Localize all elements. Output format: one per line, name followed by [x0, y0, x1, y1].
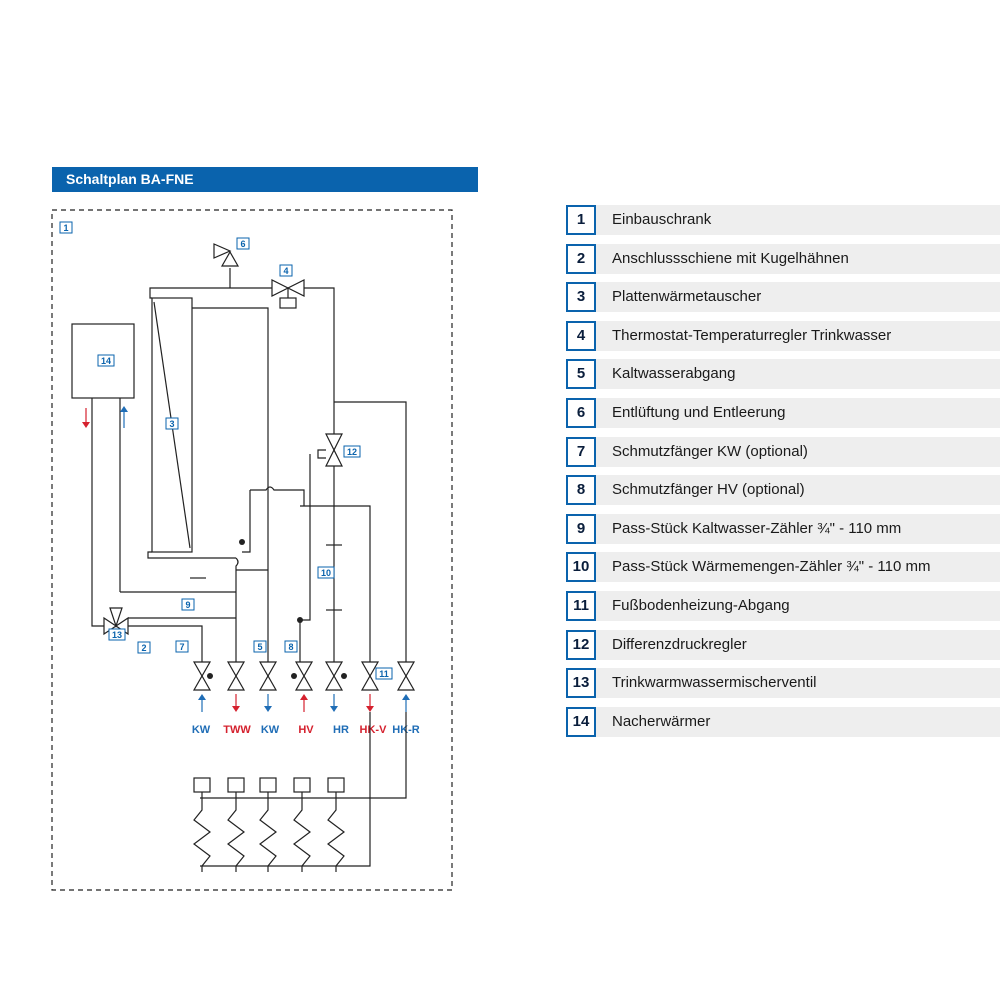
legend-number: 4 — [566, 320, 596, 351]
legend-item: 2 Anschlussschiene mit Kugelhähnen — [566, 243, 1000, 274]
port-label-tww: TWW — [223, 724, 251, 736]
svg-text:14: 14 — [101, 356, 111, 366]
floor-heating-circuits — [193, 777, 345, 872]
tag-5 — [253, 640, 267, 653]
legend-label: Schmutzfänger KW (optional) — [612, 442, 808, 460]
tag-2 — [137, 641, 151, 654]
tag-10 — [317, 566, 335, 579]
legend-number: 13 — [566, 668, 596, 699]
legend-item: 14 Nacherwärmer — [566, 706, 1000, 737]
legend-label: Pass-Stück Kaltwasser-Zähler ¾" - 110 mm — [612, 519, 902, 537]
legend-label: Entlüftung und Entleerung — [612, 403, 786, 421]
legend-item: 5 Kaltwasserabgang — [566, 359, 1000, 390]
legend-item: 13 Trinkwarmwassermischerventil — [566, 668, 1000, 699]
legend-item: 12 Differenzdruckregler — [566, 629, 1000, 660]
tag-3 — [165, 417, 179, 430]
svg-text:4: 4 — [283, 266, 288, 276]
legend-number: 1 — [566, 205, 596, 235]
tag-11 — [375, 667, 393, 680]
svg-text:8: 8 — [288, 642, 293, 652]
legend-label: Pass-Stück Wärmemengen-Zähler ¾" - 110 m… — [612, 558, 931, 576]
legend-number: 3 — [566, 282, 596, 313]
tag-8 — [284, 640, 298, 653]
svg-text:5: 5 — [257, 642, 262, 652]
tag-6 — [236, 237, 250, 250]
flow-arrows — [198, 694, 410, 712]
legend-label: Thermostat-Temperaturregler Trinkwasser — [612, 326, 892, 344]
legend-number: 12 — [566, 629, 596, 660]
port-label-kw-2: KW — [261, 724, 280, 736]
legend-number: 5 — [566, 359, 596, 390]
legend-item: 11 Fußbodenheizung-Abgang — [566, 590, 1000, 621]
svg-text:7: 7 — [179, 642, 184, 652]
svg-text:10: 10 — [321, 568, 331, 578]
port-label-kw-1: KW — [192, 724, 211, 736]
legend-label: Schmutzfänger HV (optional) — [612, 481, 805, 499]
legend-label: Einbauschrank — [612, 211, 712, 228]
tag-7 — [175, 640, 189, 653]
legend-number: 2 — [566, 243, 596, 274]
svg-text:3: 3 — [169, 419, 174, 429]
svg-text:1: 1 — [63, 223, 68, 233]
legend-item: 10 Pass-Stück Wärmemengen-Zähler ¾" - 110… — [566, 552, 1000, 583]
port-label-hk-v: HK-V — [360, 724, 388, 736]
tag-14 — [97, 354, 115, 367]
legend-item: 3 Plattenwärmetauscher — [566, 282, 1000, 313]
ball-valve-row — [192, 661, 416, 691]
legend-label: Plattenwärmetauscher — [612, 288, 762, 306]
legend-number: 10 — [566, 552, 596, 583]
tag-9 — [181, 598, 195, 611]
legend-label: Trinkwarmwassermischerventil — [612, 674, 817, 692]
legend-number: 11 — [566, 590, 596, 621]
svg-text:6: 6 — [240, 239, 245, 249]
svg-text:9: 9 — [185, 600, 190, 610]
cabinet-outline — [51, 209, 453, 891]
port-label-hv: HV — [298, 724, 314, 736]
tag-13 — [108, 628, 126, 641]
tag-12 — [343, 445, 361, 458]
legend-number: 7 — [566, 436, 596, 467]
legend-label: Differenzdruckregler — [612, 635, 747, 653]
vent-valve-icon — [213, 243, 232, 259]
legend-label: Fußbodenheizung-Abgang — [612, 596, 790, 614]
legend-item: 8 Schmutzfänger HV (optional) — [566, 475, 1000, 506]
svg-text:2: 2 — [141, 643, 146, 653]
thermostat-valve-icon — [271, 279, 290, 297]
legend-label: Nacherwärmer — [612, 712, 711, 730]
tag-1 — [59, 221, 73, 234]
legend-item: 1 Einbauschrank — [566, 205, 1000, 235]
afterheater-box — [71, 323, 135, 399]
legend-label: Anschlussschiene mit Kugelhähnen — [612, 249, 849, 267]
legend-number: 9 — [566, 513, 596, 544]
legend-list: 1 Einbauschrank 2 Anschlussschiene mit Kug… — [566, 205, 1000, 745]
legend-item: 7 Schmutzfänger KW (optional) — [566, 436, 1000, 467]
legend-label: Kaltwasserabgang — [612, 365, 736, 383]
legend-number: 6 — [566, 397, 596, 428]
svg-text:13: 13 — [112, 630, 122, 640]
legend-number: 8 — [566, 475, 596, 506]
tag-4 — [279, 264, 293, 277]
legend-item: 6 Entlüftung und Entleerung — [566, 397, 1000, 428]
legend-item: 9 Pass-Stück Kaltwasser-Zähler ¾" - 110 m… — [566, 513, 1000, 544]
port-label-hr: HR — [333, 724, 349, 736]
svg-text:12: 12 — [347, 447, 357, 457]
plate-heat-exchanger — [151, 297, 193, 553]
differential-pressure-regulator-icon — [325, 433, 343, 452]
svg-text:11: 11 — [379, 669, 389, 679]
legend-number: 14 — [566, 706, 596, 737]
schematic-title: Schaltplan BA-FNE — [52, 167, 478, 192]
legend-item: 4 Thermostat-Temperaturregler Trinkwasser — [566, 320, 1000, 351]
